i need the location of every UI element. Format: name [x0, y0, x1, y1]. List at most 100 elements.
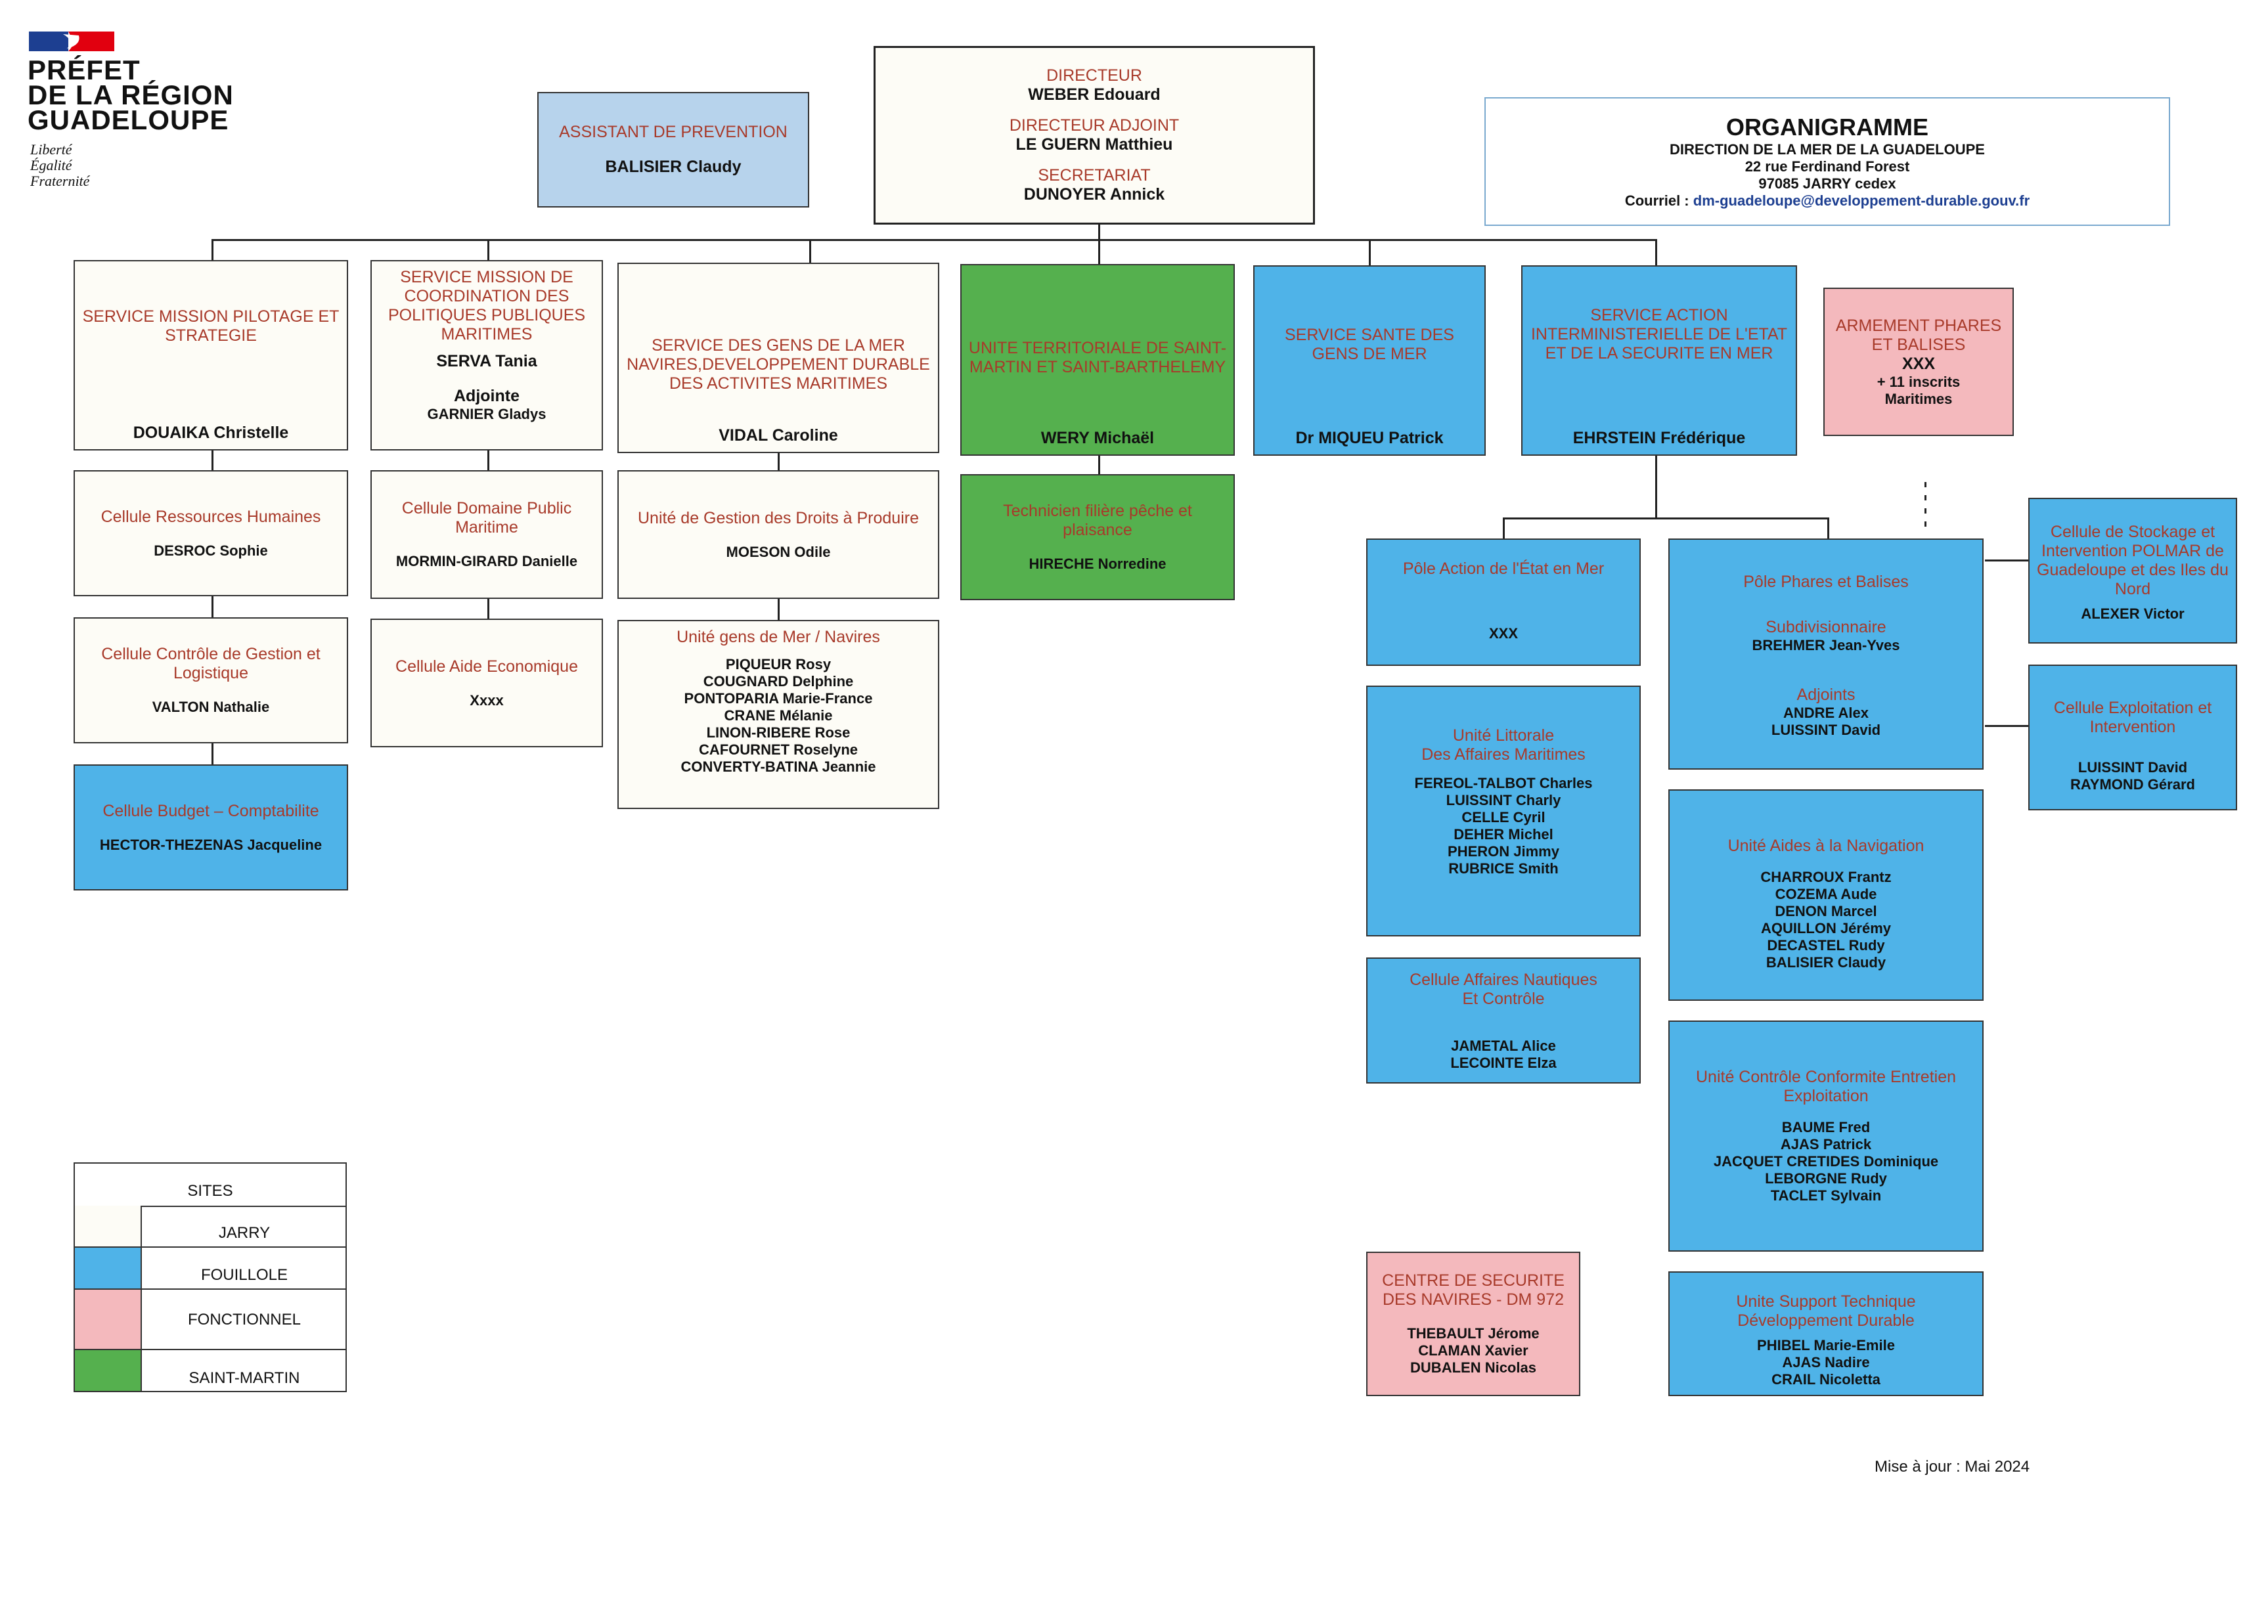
legend-label-fonctionnel: FONCTIONNEL	[142, 1290, 347, 1350]
domaine-title: Cellule Domaine Public Maritime	[401, 499, 572, 537]
cellule-affaires-nautiques: Cellule Affaires Nautiques Et Contrôle J…	[1366, 957, 1641, 1084]
coordination-chef: SERVA Tania	[436, 352, 537, 370]
connector	[1924, 482, 1926, 487]
connector	[487, 599, 489, 620]
service-action-etat: SERVICE ACTION INTERMINISTERIELLE DE L'E…	[1521, 265, 1797, 456]
support-title1: Unite Support Technique	[1736, 1292, 1916, 1311]
cellule-controle-gestion: Cellule Contrôle de Gestion et Logistiqu…	[74, 617, 348, 743]
connector	[1924, 508, 1926, 514]
connector	[778, 599, 780, 621]
deputy-name: LE GUERN Matthieu	[1015, 135, 1173, 154]
csn-title: CENTRE DE SECURITE DES NAVIRES - DM 972	[1382, 1271, 1565, 1309]
polmar-title: Cellule de Stockage et Intervention POLM…	[2037, 523, 2229, 598]
pilotage-name: DOUAIKA Christelle	[133, 424, 289, 442]
republic-motto: Liberté Égalité Fraternité	[30, 141, 90, 189]
technicien-peche: Technicien filière pêche et plaisance HI…	[960, 474, 1235, 600]
legend-swatch-jarry	[75, 1206, 142, 1248]
aides-nav-title: Unité Aides à la Navigation	[1727, 837, 1924, 855]
title-line3: 97085 JARRY cedex	[1758, 175, 1896, 192]
legend-swatch-fonctionnel	[75, 1290, 142, 1350]
connector	[1924, 521, 1926, 527]
unite-aides-navigation: Unité Aides à la Navigation CHARROUX Fra…	[1668, 789, 1984, 1001]
connector	[1098, 456, 1100, 475]
secretariat-name: DUNOYER Annick	[1023, 185, 1165, 204]
connector	[211, 239, 213, 261]
title-line2: 22 rue Ferdinand Forest	[1745, 158, 1910, 175]
aide-title: Cellule Aide Economique	[395, 657, 578, 676]
phares-adj-title: Adjoints	[1796, 686, 1856, 704]
connector	[1098, 239, 1100, 264]
service-coordination: SERVICE MISSION DE COORDINATION DES POLI…	[370, 260, 603, 450]
action-etat-name: EHRSTEIN Frédérique	[1572, 429, 1746, 447]
legend-label-jarry: JARRY	[142, 1206, 347, 1248]
marianne-logo	[29, 29, 114, 54]
phares-title: Pôle Phares et Balises	[1743, 573, 1909, 591]
cellule-domaine-public: Cellule Domaine Public Maritime MORMIN-G…	[370, 470, 603, 599]
pilotage-title: SERVICE MISSION PILOTAGE ET STRATEGIE	[82, 307, 340, 345]
pole-action-etat: Pôle Action de l'État en Mer XXX	[1366, 538, 1641, 666]
coordination-title: SERVICE MISSION DE COORDINATION DES POLI…	[388, 268, 586, 343]
legend-swatch-fouillole	[75, 1248, 142, 1290]
email-link[interactable]: dm-guadeloupe@developpement-durable.gouv…	[1693, 192, 2030, 209]
technicien-name: HIRECHE Norredine	[1029, 556, 1167, 572]
coordination-adj-name: GARNIER Gladys	[427, 406, 546, 422]
connector	[211, 239, 1657, 241]
droits-title: Unité de Gestion des Droits à Produire	[638, 508, 919, 527]
update-note: Mise à jour : Mai 2024	[1875, 1458, 2030, 1476]
polmar-name: ALEXER Victor	[2081, 605, 2185, 622]
connector	[211, 596, 213, 619]
connector	[1655, 239, 1657, 265]
legend-label-saint-martin: SAINT-MARTIN	[189, 1369, 300, 1387]
prefecture-name: PRÉFET DE LA RÉGION GUADELOUPE	[28, 55, 234, 135]
unite-support-technique: Unite Support Technique Développement Du…	[1668, 1271, 1984, 1396]
armement-extra2: Maritimes	[1884, 390, 1953, 407]
service-ut-stmartin: UNITE TERRITORIALE DE SAINT-MARTIN ET SA…	[960, 264, 1235, 456]
director-title: DIRECTEUR	[1046, 66, 1142, 85]
prevention-title: ASSISTANT DE PREVENTION	[559, 123, 788, 141]
connector	[1503, 517, 1505, 540]
director-name: WEBER Edouard	[1028, 85, 1161, 104]
cg-name: VALTON Nathalie	[152, 699, 270, 715]
connector	[1827, 517, 1829, 540]
armement-extra1: + 11 inscrits	[1877, 373, 1961, 390]
droits-name: MOESON Odile	[726, 543, 831, 560]
littorale-title2: Des Affaires Maritimes	[1421, 745, 1586, 764]
service-armement: ARMEMENT PHARES ET BALISES XXX + 11 insc…	[1823, 288, 2014, 436]
cellule-aide-economique: Cellule Aide Economique Xxxx	[370, 619, 603, 747]
cellule-polmar: Cellule de Stockage et Intervention POLM…	[2028, 498, 2237, 644]
title-box: ORGANIGRAMME DIRECTION DE LA MER DE LA G…	[1484, 97, 2170, 226]
pole-phares-balises: Pôle Phares et Balises Subdivisionnaire …	[1668, 538, 1984, 770]
connector	[1985, 725, 2028, 727]
cellule-rh: Cellule Ressources Humaines DESROC Sophi…	[74, 470, 348, 596]
secretariat-title: SECRETARIAT	[1038, 166, 1151, 185]
connector	[1985, 560, 2028, 561]
rh-title: Cellule Ressources Humaines	[100, 507, 321, 526]
legend-header: SITES	[75, 1164, 345, 1207]
service-pilotage: SERVICE MISSION PILOTAGE ET STRATEGIE DO…	[74, 260, 348, 450]
domaine-name: MORMIN-GIRARD Danielle	[395, 553, 578, 569]
unite-littorale: Unité Littorale Des Affaires Maritimes F…	[1366, 686, 1641, 936]
connector	[1098, 225, 1100, 240]
title-line1: DIRECTION DE LA MER DE LA GUADELOUPE	[1670, 141, 1985, 158]
prevention-box: ASSISTANT DE PREVENTION BALISIER Claudy	[537, 92, 809, 208]
gens-mer-name: VIDAL Caroline	[719, 426, 838, 445]
technicien-title: Technicien filière pêche et plaisance	[1003, 502, 1192, 539]
ut-stmartin-title: UNITE TERRITORIALE DE SAINT-MARTIN ET SA…	[968, 339, 1227, 376]
pole-action-title: Pôle Action de l'État en Mer	[1402, 560, 1605, 578]
ut-stmartin-name: WERY Michaël	[1040, 429, 1155, 447]
budget-name: HECTOR-THEZENAS Jacqueline	[99, 836, 322, 853]
sante-name: Dr MIQUEU Patrick	[1295, 429, 1444, 447]
gens-mer-title: SERVICE DES GENS DE LA MER NAVIRES,DEVEL…	[627, 336, 930, 393]
legend: SITES JARRY FOUILLOLE FONCTIONNEL SAINT-…	[74, 1162, 347, 1392]
support-title2: Développement Durable	[1737, 1311, 1915, 1330]
deputy-title: DIRECTEUR ADJOINT	[1009, 116, 1180, 135]
service-gens-mer: SERVICE DES GENS DE LA MER NAVIRES,DEVEL…	[617, 263, 939, 453]
rh-name: DESROC Sophie	[154, 542, 268, 559]
phares-sub-name: BREHMER Jean-Yves	[1752, 637, 1900, 653]
